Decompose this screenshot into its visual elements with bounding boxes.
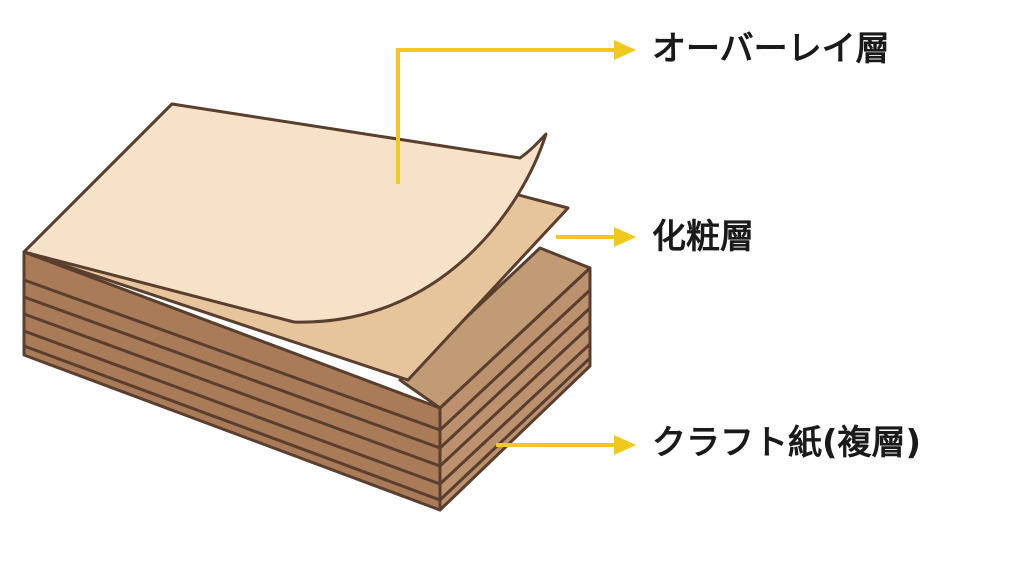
kraft-layer-lines-side [438, 288, 592, 502]
kraft-layer-label: クラフト紙(複層) [652, 423, 922, 463]
kraft-arrow [496, 435, 636, 455]
kraft-stack-top-face [398, 246, 592, 410]
overlay-sheet [22, 102, 548, 324]
overlay-arrow [396, 40, 636, 184]
kraft-layer-lines-front [22, 278, 442, 502]
decor-arrow [556, 227, 636, 247]
overlay-layer-label: オーバーレイ層 [652, 29, 890, 69]
decor-layer-label: 化粧層 [652, 217, 754, 257]
